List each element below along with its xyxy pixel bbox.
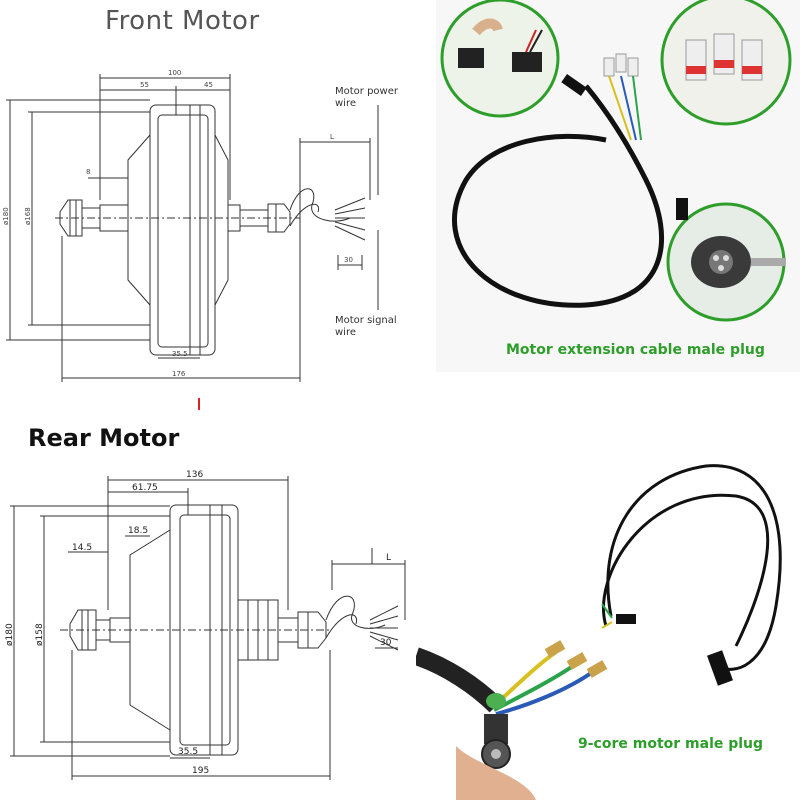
nine-core-plug-caption: 9-core motor male plug bbox=[578, 736, 764, 752]
rear-dim-185: 18.5 bbox=[128, 526, 148, 536]
front-dim-30: 30 bbox=[344, 256, 353, 264]
rear-dim-30: 30 bbox=[380, 638, 392, 648]
front-dim-355: 35.5 bbox=[172, 350, 188, 358]
power-wire-label-2: wire bbox=[335, 98, 356, 109]
front-dim-100: 100 bbox=[168, 69, 181, 77]
rear-dim-L: L bbox=[386, 553, 391, 563]
extension-cable-illustration bbox=[440, 0, 792, 322]
rear-dim-6175: 61.75 bbox=[132, 483, 158, 493]
extension-cable-photo: Motor extension cable male plug bbox=[436, 0, 800, 372]
rear-dim-136: 136 bbox=[186, 470, 203, 480]
front-dim-8: 8 bbox=[86, 168, 90, 176]
rear-motor-drawing: 136 61.75 18.5 14.5 ø180 ø158 35.5 195 L… bbox=[5, 470, 406, 780]
rear-motor-title: Rear Motor bbox=[28, 424, 180, 452]
rear-dim-355: 35.5 bbox=[178, 747, 198, 757]
front-dim-55: 55 bbox=[140, 81, 149, 89]
front-dim-d180: ø180 bbox=[2, 207, 10, 225]
rear-dim-d158: ø158 bbox=[35, 623, 45, 646]
rear-dim-195: 195 bbox=[192, 766, 209, 776]
rear-dim-d180: ø180 bbox=[5, 623, 15, 646]
front-dim-45: 45 bbox=[204, 81, 213, 89]
signal-wire-label-1: Motor signal bbox=[335, 315, 397, 326]
front-motor-drawing: 100 55 45 8 ø180 ø168 35.5 176 L 30 Moto… bbox=[2, 69, 399, 382]
rear-dim-145: 14.5 bbox=[72, 543, 92, 553]
extension-cable-caption: Motor extension cable male plug bbox=[506, 342, 765, 358]
nine-core-plug-illustration bbox=[416, 464, 782, 800]
front-dim-d168: ø168 bbox=[24, 207, 32, 225]
nine-core-plug-photo: 9-core motor male plug bbox=[416, 456, 800, 800]
signal-wire-label-2: wire bbox=[335, 327, 356, 338]
front-dim-L: L bbox=[330, 133, 334, 141]
red-mark bbox=[198, 398, 200, 410]
front-motor-title: Front Motor bbox=[105, 6, 260, 36]
front-dim-176: 176 bbox=[172, 370, 186, 378]
power-wire-label-1: Motor power bbox=[335, 86, 399, 97]
